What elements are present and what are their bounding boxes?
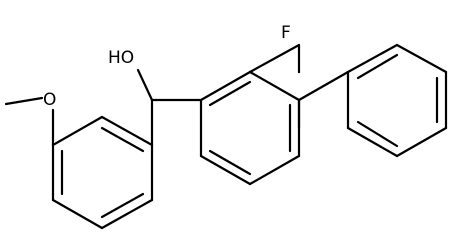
bond bbox=[199, 154, 252, 186]
bond bbox=[51, 115, 104, 147]
fluorine-substituent: F bbox=[248, 23, 301, 102]
double-bond-inner bbox=[356, 53, 399, 80]
bond bbox=[100, 198, 154, 230]
fluorophenyl-ring bbox=[199, 70, 301, 186]
fluorine-label: F bbox=[281, 23, 291, 43]
bond bbox=[395, 43, 448, 74]
double-bond-inner bbox=[356, 120, 399, 148]
bond bbox=[346, 43, 399, 74]
carbinol-center: HO bbox=[108, 48, 203, 147]
molecule-structure: O HO bbox=[4, 23, 448, 230]
bond bbox=[395, 126, 448, 158]
methoxyphenyl-ring bbox=[51, 115, 154, 230]
bond bbox=[297, 70, 350, 102]
bond bbox=[4, 96, 44, 106]
bond bbox=[346, 126, 399, 158]
bond bbox=[136, 68, 154, 102]
double-bond-inner bbox=[208, 80, 252, 107]
phenyl-ring bbox=[297, 43, 448, 158]
methoxy-oxygen-label: O bbox=[43, 90, 56, 110]
bond bbox=[100, 115, 154, 147]
double-bond-inner bbox=[208, 149, 252, 176]
double-bond-inner bbox=[100, 126, 145, 153]
bond bbox=[51, 198, 104, 230]
bond bbox=[248, 70, 301, 102]
hydroxyl-label: HO bbox=[108, 48, 134, 68]
molecule-canvas: O HO bbox=[4, 23, 448, 230]
bond bbox=[248, 43, 301, 74]
bond bbox=[199, 70, 252, 102]
methoxy-group: O bbox=[4, 90, 56, 147]
bond bbox=[248, 154, 301, 186]
double-bond-inner bbox=[100, 192, 145, 219]
